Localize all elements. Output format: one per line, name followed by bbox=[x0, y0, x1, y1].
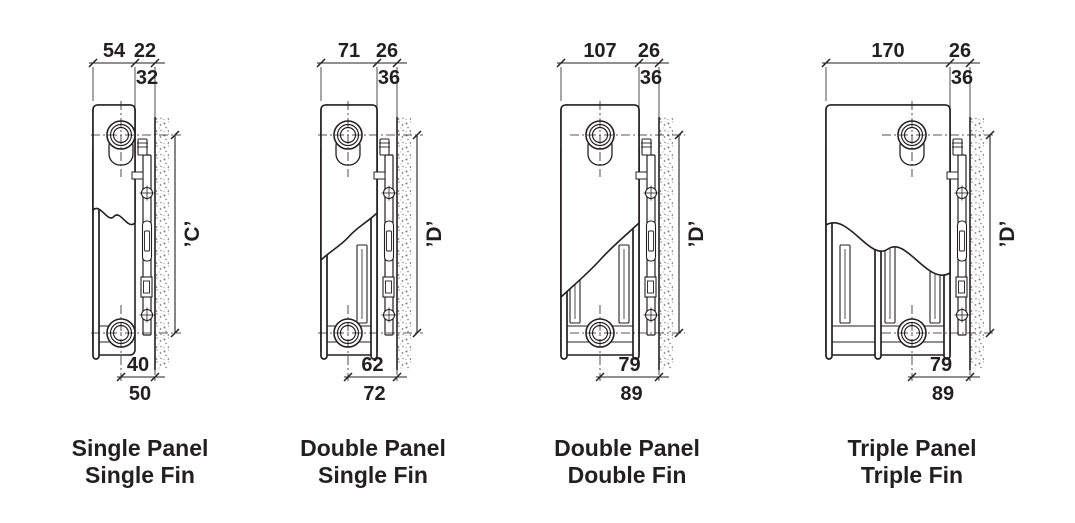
wall-bracket bbox=[131, 138, 155, 336]
dimension-tick bbox=[674, 130, 684, 140]
caption-line-2: Triple Fin bbox=[860, 462, 964, 488]
wall-gap-dimension-bottom: 36 bbox=[640, 67, 662, 89]
dimension-tick bbox=[170, 328, 180, 338]
pipe-to-wall-dimension-top: 40 bbox=[127, 354, 149, 376]
triple-panel-triple-fin-drawing: 170 26 36 79 89 ’D’ bbox=[821, 40, 1019, 405]
bracket-tab bbox=[946, 171, 959, 180]
caption-line-1: Double Panel bbox=[300, 435, 446, 461]
dimension-tick bbox=[654, 58, 664, 68]
bracket-clip-insert bbox=[143, 280, 150, 294]
caption-line-2: Single Fin bbox=[85, 462, 195, 488]
caption-line-1: Triple Panel bbox=[847, 435, 977, 461]
dimension-tick bbox=[965, 372, 975, 382]
panel-depth-dimension: 71 bbox=[338, 40, 360, 62]
wall-gap-dimension-bottom: 32 bbox=[136, 67, 158, 89]
caption-line-1: Double Panel bbox=[554, 435, 700, 461]
wall-plaster bbox=[659, 117, 673, 370]
diagram-caption: Single Panel Single Fin bbox=[10, 435, 270, 489]
bracket-tab bbox=[131, 171, 144, 180]
double-panel-double-fin-drawing: 107 26 36 79 89 ’D’ bbox=[556, 40, 708, 405]
single-panel-single-fin-drawing: 54 22 32 40 50 ’C’ bbox=[88, 40, 204, 405]
bracket-slot-insert bbox=[959, 230, 965, 252]
panel-depth-dimension: 54 bbox=[103, 40, 126, 62]
caption-line-1: Single Panel bbox=[71, 435, 209, 461]
pipe-to-wall-dimension-bottom: 89 bbox=[620, 383, 642, 405]
pipe-to-wall-dimension-bottom: 89 bbox=[932, 383, 954, 405]
bracket-slot-insert bbox=[144, 230, 150, 252]
height-dimension-label: ’D’ bbox=[996, 221, 1019, 248]
dimension-tick bbox=[116, 372, 126, 382]
diagram-caption: Double Panel Single Fin bbox=[243, 435, 503, 489]
bracket-slot-insert bbox=[648, 230, 654, 252]
panel-depth-dimension: 107 bbox=[583, 40, 616, 62]
wall-gap-dimension-top: 26 bbox=[949, 40, 971, 62]
dimension-tick bbox=[595, 372, 605, 382]
caption-line-2: Double Fin bbox=[567, 462, 687, 488]
height-dimension-label: ’D’ bbox=[423, 221, 446, 248]
wall-plaster bbox=[155, 117, 169, 370]
dimension-tick bbox=[907, 372, 917, 382]
wall-bracket bbox=[635, 138, 659, 336]
wall-gap-dimension-top: 22 bbox=[134, 40, 156, 62]
bracket-clip-insert bbox=[958, 280, 965, 294]
dimension-tick bbox=[150, 372, 160, 382]
wall-bracket bbox=[946, 138, 970, 336]
dimension-tick bbox=[985, 130, 995, 140]
dimension-tick bbox=[392, 58, 402, 68]
panel-depth-dimension: 170 bbox=[871, 40, 904, 62]
diagram-single-panel-single-fin: 54 22 32 40 50 ’C’ Single Panel Single Fin bbox=[0, 25, 231, 489]
dimension-tick bbox=[316, 58, 326, 68]
diagram-double-panel-double-fin: 107 26 36 79 89 ’D’ Double Panel Double Fin bbox=[475, 25, 735, 489]
wall-gap-dimension-top: 26 bbox=[638, 40, 660, 62]
wall-plaster bbox=[970, 117, 984, 370]
dimension-tick bbox=[412, 130, 422, 140]
dimension-tick bbox=[392, 372, 402, 382]
dimension-tick bbox=[372, 58, 382, 68]
dimension-tick bbox=[556, 58, 566, 68]
wall-gap-dimension-bottom: 36 bbox=[378, 67, 400, 89]
bracket-clip-insert bbox=[385, 280, 392, 294]
diagram-double-panel-single-fin: 71 26 36 62 72 ’D’ Double Panel Single Fin bbox=[213, 25, 473, 489]
pipe-to-wall-dimension-top: 79 bbox=[618, 354, 640, 376]
dimension-tick bbox=[674, 328, 684, 338]
height-dimension-label: ’D’ bbox=[685, 221, 708, 248]
dimension-tick bbox=[412, 328, 422, 338]
diagram-caption: Triple Panel Triple Fin bbox=[782, 435, 1042, 489]
pipe-to-wall-dimension-top: 62 bbox=[361, 354, 383, 376]
dimension-tick bbox=[965, 58, 975, 68]
dimension-tick bbox=[150, 58, 160, 68]
dimension-tick bbox=[88, 58, 98, 68]
dimension-tick bbox=[343, 372, 353, 382]
wall-plaster bbox=[397, 117, 411, 370]
dimension-tick bbox=[654, 372, 664, 382]
dimension-tick bbox=[985, 328, 995, 338]
wall-gap-dimension-bottom: 36 bbox=[951, 67, 973, 89]
dimension-tick bbox=[634, 58, 644, 68]
dimension-tick bbox=[821, 58, 831, 68]
diagram-caption: Double Panel Double Fin bbox=[497, 435, 757, 489]
pipe-to-wall-dimension-bottom: 50 bbox=[129, 383, 151, 405]
caption-line-2: Single Fin bbox=[318, 462, 428, 488]
double-panel-single-fin-drawing: 71 26 36 62 72 ’D’ bbox=[316, 40, 446, 405]
dimension-tick bbox=[170, 130, 180, 140]
height-dimension-label: ’C’ bbox=[181, 221, 204, 248]
pipe-to-wall-dimension-bottom: 72 bbox=[363, 383, 385, 405]
bracket-slot-insert bbox=[386, 230, 392, 252]
wall-gap-dimension-top: 26 bbox=[376, 40, 398, 62]
dimension-tick bbox=[945, 58, 955, 68]
dimension-tick bbox=[130, 58, 140, 68]
diagram-triple-panel-triple-fin: 170 26 36 79 89 ’D’ Triple Panel Triple Fin bbox=[786, 25, 1046, 489]
bracket-clip-insert bbox=[647, 280, 654, 294]
wall-bracket bbox=[373, 138, 397, 336]
pipe-to-wall-dimension-top: 79 bbox=[930, 354, 952, 376]
bracket-tab bbox=[373, 171, 386, 180]
bracket-tab bbox=[635, 171, 648, 180]
